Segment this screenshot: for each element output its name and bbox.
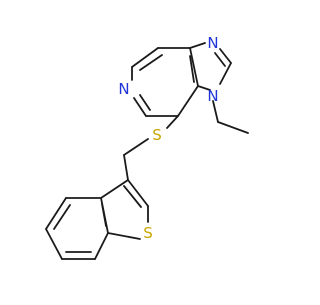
bond	[100, 179, 129, 199]
bond	[166, 115, 179, 129]
atom-label-n-imidazole-top: N	[207, 34, 218, 52]
bond	[219, 62, 232, 85]
atom-label-s-thiophene: S	[143, 224, 153, 242]
bond	[45, 197, 67, 230]
bond	[133, 97, 147, 117]
atom-labels: N N N S S	[118, 34, 218, 242]
bond	[131, 47, 159, 68]
bond	[101, 203, 107, 227]
bond	[123, 185, 142, 208]
bond	[139, 94, 151, 111]
bond	[139, 54, 163, 71]
atom-label-n-pyridine: N	[118, 80, 129, 98]
atom-label-n-imidazole-ethyl: N	[207, 87, 218, 105]
bond	[189, 42, 206, 49]
bond	[123, 154, 129, 181]
bond	[189, 55, 195, 83]
bond	[189, 47, 199, 87]
bond	[212, 100, 219, 123]
structure-canvas: N N N S S	[45, 34, 249, 260]
bond	[197, 85, 211, 91]
bond	[107, 232, 141, 240]
bond	[53, 204, 71, 230]
molecule-structure: N N N S S	[45, 34, 249, 260]
bond	[219, 48, 232, 64]
bond	[123, 138, 149, 156]
bond	[217, 121, 249, 134]
bond	[45, 228, 63, 260]
bond	[214, 52, 226, 67]
atom-label-s-thioether: S	[152, 126, 162, 144]
bond-lines	[45, 42, 249, 260]
bond	[177, 85, 199, 117]
bond	[127, 179, 149, 207]
bond	[94, 232, 109, 260]
